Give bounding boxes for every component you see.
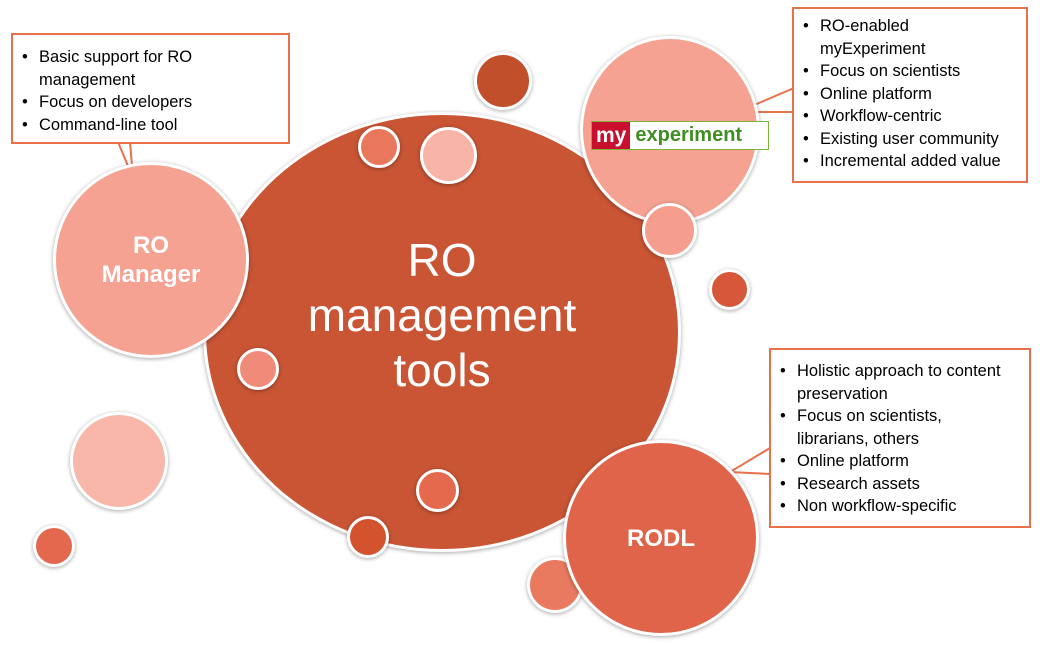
decorative-bubble xyxy=(347,516,389,558)
rodl-callout-tail xyxy=(726,447,771,475)
ro-manager-feature-list: Basic support for RO management Focus on… xyxy=(13,46,288,136)
logo-experiment-text: experiment xyxy=(635,124,743,146)
central-title-line: tools xyxy=(393,344,491,396)
feature-item: Command-line tool xyxy=(13,114,288,137)
feature-item: RO-enabled xyxy=(794,15,1026,38)
feature-item-continuation: librarians, others xyxy=(797,429,919,448)
feature-item-continuation: myExperiment xyxy=(820,39,926,58)
central-title: RO management tools xyxy=(206,233,678,398)
myexperiment-callout: RO-enabled myExperiment Focus on scienti… xyxy=(792,7,1028,183)
feature-item: Research assets xyxy=(771,473,1029,496)
decorative-bubble xyxy=(709,269,750,310)
feature-item-continuation: preservation xyxy=(797,384,888,403)
feature-item-continuation: management xyxy=(39,70,136,89)
decorative-bubble xyxy=(33,525,75,567)
rodl-node: RODL xyxy=(563,440,759,636)
feature-item: Incremental added value xyxy=(794,150,1026,173)
feature-item: Existing user community xyxy=(794,128,1026,151)
rodl-callout: Holistic approach to content preservatio… xyxy=(769,348,1031,528)
feature-item: Basic support for RO xyxy=(13,46,288,69)
feature-item: Focus on scientists, xyxy=(771,405,1029,428)
feature-item: Holistic approach to content xyxy=(771,360,1029,383)
central-title-line: management xyxy=(307,289,577,341)
decorative-bubble xyxy=(358,126,400,168)
feature-item: Focus on developers xyxy=(13,91,288,114)
decorative-bubble xyxy=(642,203,697,258)
feature-item: Workflow-centric xyxy=(794,105,1026,128)
central-title-line: RO xyxy=(407,234,477,286)
decorative-bubble xyxy=(474,52,532,110)
myexperiment-logo: my experiment xyxy=(591,121,769,150)
rodl-label: RODL xyxy=(627,524,695,552)
feature-item: Non workflow-specific xyxy=(771,495,1029,518)
ro-manager-label-line: Manager xyxy=(101,261,201,288)
decorative-bubble xyxy=(420,127,477,184)
logo-my-text: my xyxy=(592,122,631,149)
decorative-bubble xyxy=(416,469,459,512)
ro-manager-node: RO Manager xyxy=(53,162,249,358)
ro-manager-label-line: RO xyxy=(132,232,169,259)
feature-item: Focus on scientists xyxy=(794,60,1026,83)
decorative-bubble xyxy=(527,557,583,613)
decorative-bubble xyxy=(70,412,168,510)
feature-item: Online platform xyxy=(794,83,1026,106)
decorative-bubble xyxy=(237,348,279,390)
ro-manager-callout: Basic support for RO management Focus on… xyxy=(11,33,290,144)
rodl-feature-list: Holistic approach to content preservatio… xyxy=(771,360,1029,518)
myexperiment-feature-list: RO-enabled myExperiment Focus on scienti… xyxy=(794,15,1026,173)
feature-item: Online platform xyxy=(771,450,1029,473)
